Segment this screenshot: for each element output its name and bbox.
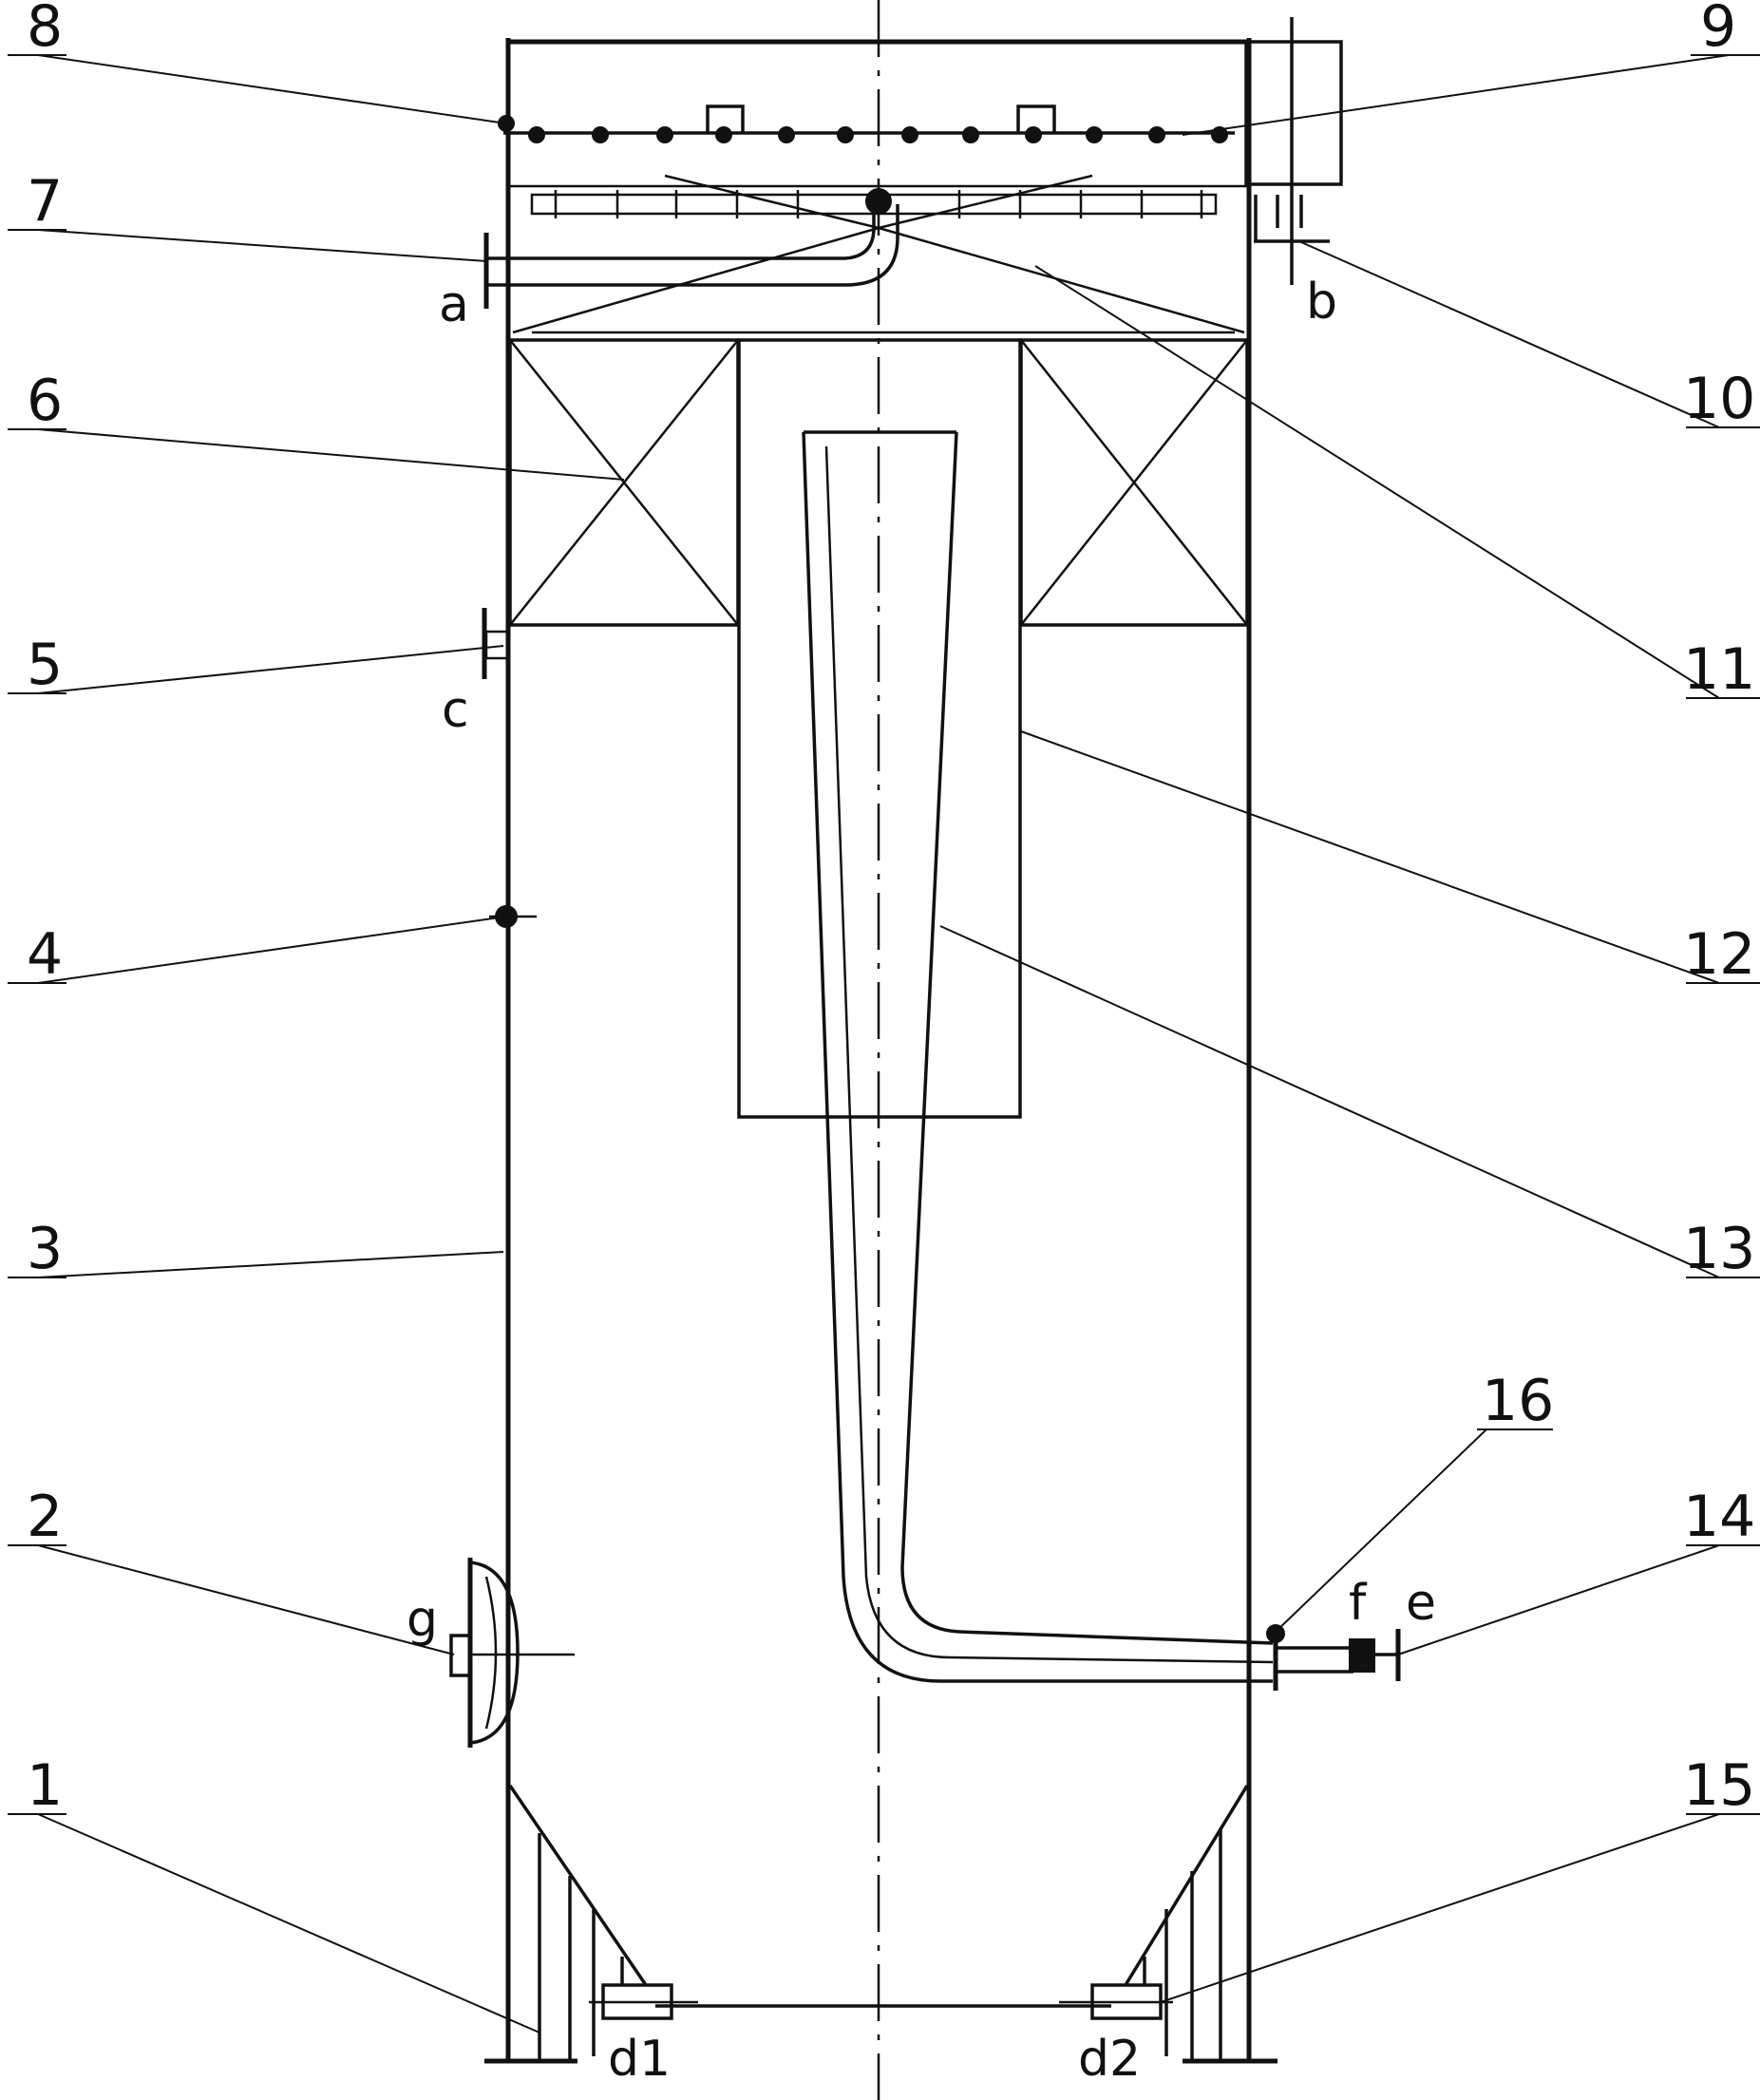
inlet-pipe-a	[483, 204, 899, 309]
label-1: 1	[27, 1752, 63, 1819]
drain-d1	[589, 1957, 698, 2020]
label-4: 4	[27, 921, 63, 988]
outlet-fittings	[1266, 1624, 1401, 1691]
port-g: g	[407, 1591, 438, 1648]
port-a: a	[439, 276, 469, 333]
label-5: 5	[27, 632, 63, 698]
bottom-cone	[508, 1785, 1249, 2008]
label-15: 15	[1683, 1752, 1755, 1819]
port-d1: d1	[608, 2031, 671, 2088]
nozzle-c	[482, 608, 509, 679]
packing-right	[1019, 338, 1249, 627]
inner-cone-tube	[802, 430, 1274, 1683]
port-labels: a b c d1 d2 e f g	[407, 274, 1436, 2088]
label-11: 11	[1683, 636, 1755, 703]
label-3: 3	[27, 1216, 63, 1282]
sight-glass	[449, 1558, 575, 1748]
top-distributor	[498, 104, 1330, 243]
support-legs	[484, 1828, 1277, 2064]
draft-tube	[737, 338, 1022, 1119]
label-7: 7	[27, 168, 63, 235]
label-8: 8	[27, 0, 63, 60]
roof-cone	[512, 174, 1245, 334]
label-13: 13	[1683, 1216, 1755, 1282]
port-b: b	[1306, 274, 1337, 331]
nozzle-4	[489, 905, 537, 928]
label-2: 2	[27, 1484, 63, 1550]
label-16: 16	[1482, 1368, 1554, 1434]
port-d2: d2	[1078, 2031, 1141, 2088]
leader-lines	[8, 54, 1760, 2034]
label-10: 10	[1683, 366, 1755, 432]
label-6: 6	[27, 368, 63, 434]
label-14: 14	[1683, 1484, 1755, 1550]
packing-left	[508, 338, 740, 627]
port-f: f	[1349, 1575, 1368, 1632]
port-c: c	[442, 682, 469, 739]
part-labels: 8 9 7 10 6 5 11 4 12 3 13 16 2 14 1 15	[27, 0, 1755, 1819]
drain-d2	[1059, 1957, 1173, 2020]
label-9: 9	[1700, 0, 1736, 60]
label-12: 12	[1683, 921, 1755, 988]
port-e: e	[1406, 1575, 1436, 1632]
